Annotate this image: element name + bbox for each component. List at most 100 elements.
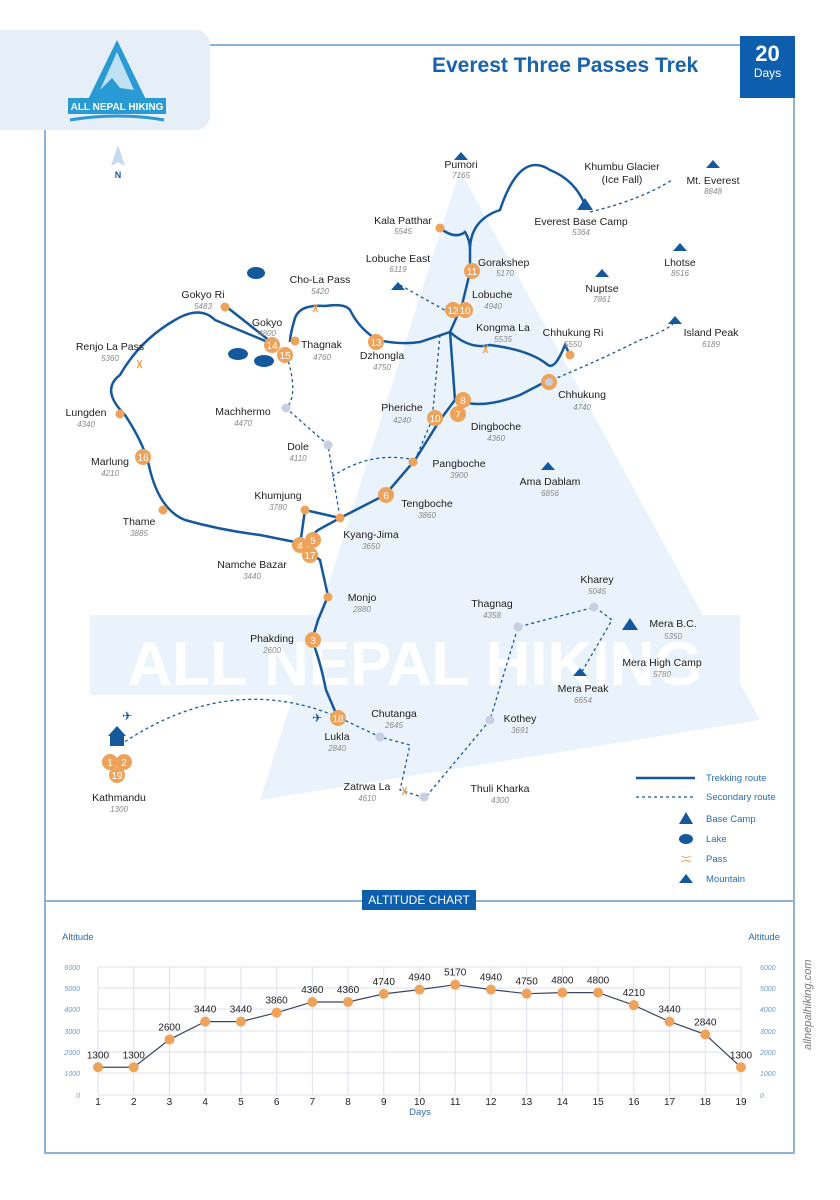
svg-text:Trekking route: Trekking route [706, 773, 766, 784]
svg-text:4940: 4940 [408, 973, 431, 984]
altitude-point [343, 996, 354, 1007]
altitude-point [200, 1016, 211, 1027]
mountain-icon [391, 152, 720, 676]
duration-badge: 20 Days [740, 36, 795, 98]
svg-text:15: 15 [279, 351, 291, 362]
svg-text:5170: 5170 [444, 968, 467, 979]
svg-text:11: 11 [467, 267, 478, 278]
svg-text:5000: 5000 [760, 986, 776, 993]
svg-text:12: 12 [447, 306, 459, 317]
svg-text:4750: 4750 [516, 977, 539, 988]
svg-text:Thagnak: Thagnak [301, 339, 343, 351]
svg-text:Thagnag: Thagnag [471, 598, 513, 610]
svg-text:4240: 4240 [393, 416, 411, 425]
svg-text:17: 17 [304, 551, 316, 562]
altitude-point [271, 1007, 282, 1018]
svg-text:Thame: Thame [123, 516, 156, 528]
svg-text:5350: 5350 [664, 632, 682, 641]
altitude-point [628, 1000, 639, 1011]
svg-text:4800: 4800 [551, 976, 574, 987]
svg-text:4750: 4750 [373, 363, 391, 372]
svg-text:Base Camp: Base Camp [706, 814, 756, 825]
svg-text:5420: 5420 [311, 287, 329, 296]
svg-text:9: 9 [381, 1097, 387, 1108]
svg-text:8516: 8516 [671, 269, 689, 278]
svg-text:Kharey: Kharey [580, 574, 614, 586]
svg-text:0: 0 [76, 1093, 80, 1100]
svg-text:Pumori: Pumori [444, 159, 477, 171]
svg-text:0: 0 [760, 1093, 764, 1100]
svg-text:4740: 4740 [373, 977, 396, 988]
svg-text:2: 2 [121, 758, 127, 769]
svg-text:2840: 2840 [694, 1017, 717, 1028]
svg-text:4300: 4300 [491, 796, 509, 805]
svg-text:10: 10 [429, 414, 441, 425]
svg-text:1300: 1300 [87, 1050, 110, 1061]
svg-text:2600: 2600 [262, 646, 281, 655]
page-title: Everest Three Passes Trek [432, 54, 699, 77]
svg-text:5360: 5360 [101, 354, 119, 363]
svg-text:4360: 4360 [337, 985, 360, 996]
svg-text:Altitude: Altitude [748, 932, 780, 943]
svg-text:4610: 4610 [358, 794, 376, 803]
svg-text:Kyang-Jima: Kyang-Jima [343, 529, 399, 541]
svg-text:6189: 6189 [702, 340, 720, 349]
svg-text:(Ice Fall): (Ice Fall) [602, 174, 643, 186]
svg-text:1300: 1300 [730, 1050, 753, 1061]
svg-text:4110: 4110 [289, 454, 307, 463]
svg-text:Dzhongla: Dzhongla [360, 350, 405, 362]
svg-text:6119: 6119 [389, 265, 407, 274]
svg-text:Namche Bazar: Namche Bazar [217, 559, 287, 571]
north-arrow-icon: N [111, 145, 125, 180]
svg-text:4: 4 [202, 1097, 208, 1108]
svg-text:Monjo: Monjo [348, 592, 377, 604]
altitude-point [235, 1016, 246, 1027]
duration-unit: Days [753, 66, 782, 80]
svg-text:6000: 6000 [64, 965, 80, 972]
svg-text:Lhotse: Lhotse [664, 257, 696, 269]
svg-text:3691: 3691 [511, 726, 529, 735]
svg-text:10: 10 [414, 1097, 426, 1108]
svg-text:2880: 2880 [352, 605, 371, 614]
svg-text:6: 6 [274, 1097, 280, 1108]
day-markers [102, 223, 575, 783]
svg-text:3: 3 [310, 636, 316, 647]
svg-text:2645: 2645 [384, 721, 403, 730]
svg-text:5: 5 [310, 536, 316, 547]
altitude-point [664, 1016, 675, 1027]
altitude-point [450, 979, 461, 990]
altitude-points: 1300113002260033440434405386064360743608… [87, 968, 753, 1108]
svg-text:15: 15 [593, 1097, 605, 1108]
altitude-point [593, 987, 604, 998]
svg-text:Kathmandu: Kathmandu [92, 792, 146, 804]
svg-text:3440: 3440 [243, 572, 261, 581]
svg-text:Mera High Camp: Mera High Camp [622, 657, 702, 669]
svg-text:3900: 3900 [450, 471, 468, 480]
pass-icon [136, 303, 489, 796]
svg-text:Kala Patthar: Kala Patthar [374, 215, 432, 227]
altitude-point [736, 1062, 746, 1073]
svg-text:Dole: Dole [287, 441, 309, 453]
brand-logo: ALL NEPAL HIKING [0, 30, 210, 130]
svg-text:Khumbu Glacier: Khumbu Glacier [584, 161, 660, 173]
svg-text:Phakding: Phakding [250, 633, 294, 645]
svg-text:13: 13 [521, 1097, 533, 1108]
svg-text:2840: 2840 [327, 744, 346, 753]
plane-icon: ✈✈ [122, 709, 322, 725]
svg-text:4940: 4940 [484, 302, 502, 311]
mountain-logo-icon: ALL NEPAL HIKING [68, 40, 166, 122]
svg-text:Khumjung: Khumjung [254, 490, 301, 502]
svg-text:Dingboche: Dingboche [471, 421, 521, 433]
svg-text:5535: 5535 [494, 335, 512, 344]
svg-text:Secondary route: Secondary route [706, 792, 776, 803]
svg-text:Altitude: Altitude [62, 932, 94, 943]
svg-text:Pheriche: Pheriche [381, 402, 423, 414]
svg-text:Mountain: Mountain [706, 874, 745, 885]
svg-text:13: 13 [370, 338, 382, 349]
svg-text:8: 8 [345, 1097, 351, 1108]
brand-watermark-text: ALL NEPAL HIKING [127, 630, 702, 699]
svg-text:4000: 4000 [760, 1007, 776, 1014]
svg-text:3000: 3000 [760, 1029, 776, 1036]
svg-text:1000: 1000 [760, 1071, 776, 1078]
svg-text:Island Peak: Island Peak [684, 327, 740, 339]
